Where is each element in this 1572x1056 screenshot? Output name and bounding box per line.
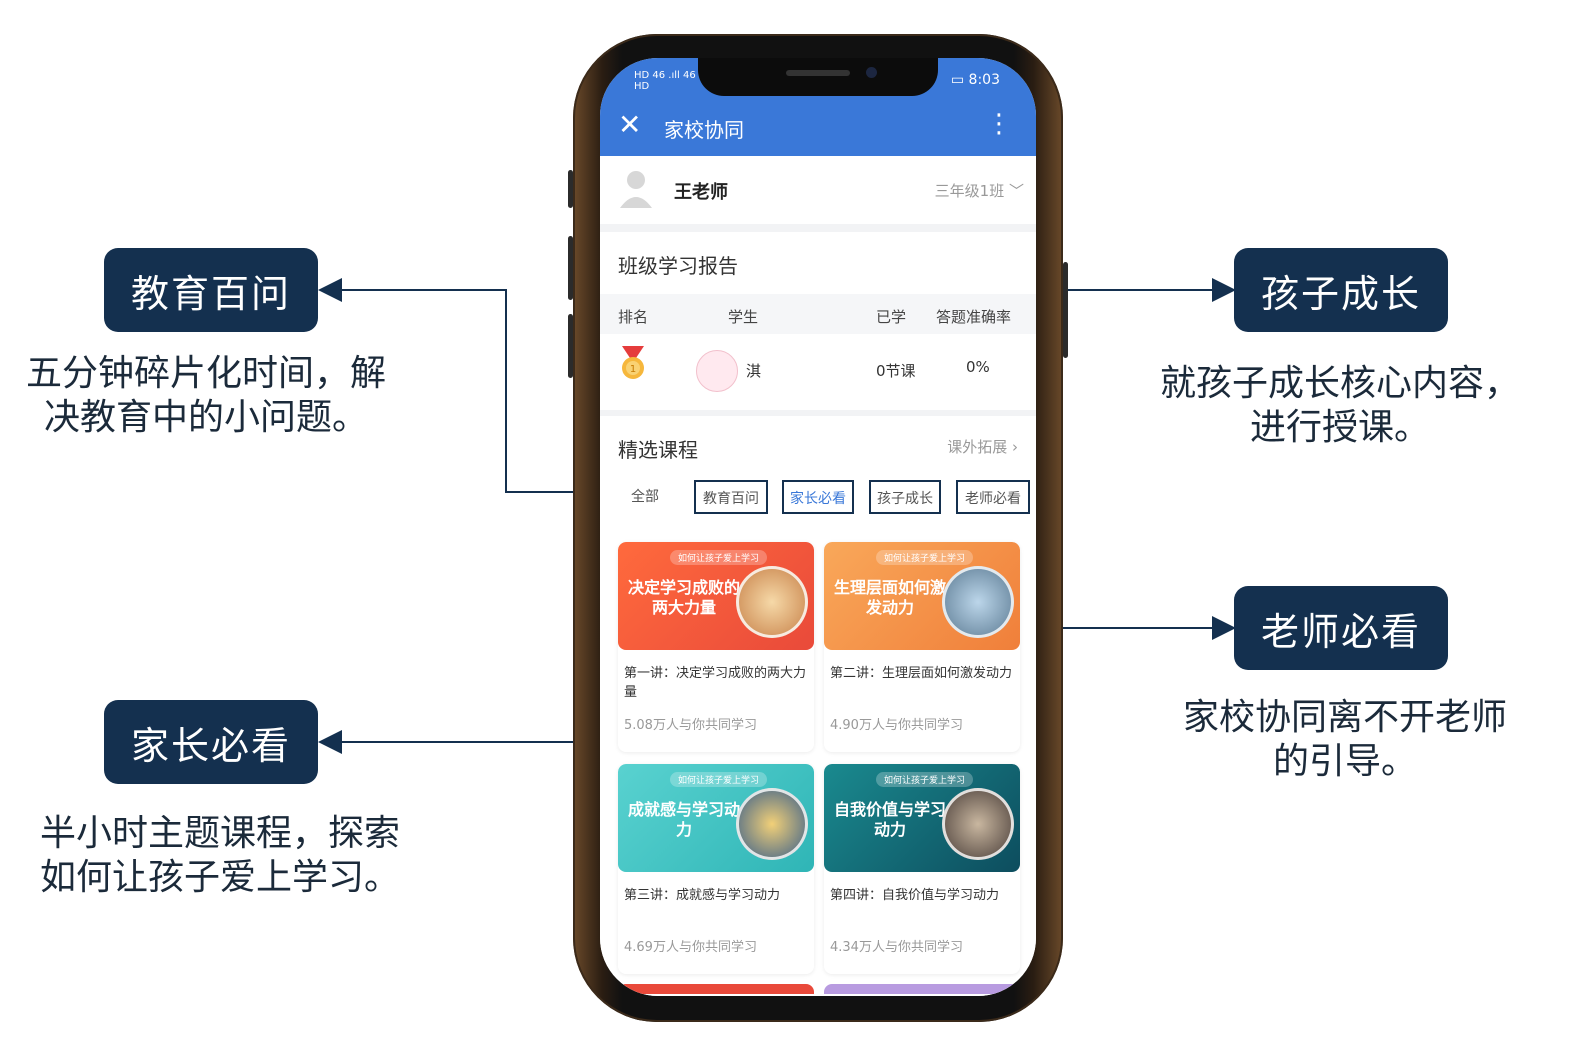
power-button	[1063, 262, 1068, 358]
course-thumbnail: 如何让孩子爱上学习 成就感与学习动力	[618, 764, 814, 872]
callout-edu-desc: 五分钟碎片化时间，解 决教育中的小问题。	[25, 353, 386, 438]
course-card-2[interactable]: 如何让孩子爱上学习 生理层面如何激发动力 第二讲：生理层面如何激发动力 4.90…	[824, 542, 1020, 752]
class-selector[interactable]: 三年级1班 ﹀	[934, 182, 1024, 200]
app-title: 家校协同	[664, 118, 744, 142]
course-learners: 5.08万人与你共同学习	[624, 718, 757, 733]
report-title: 班级学习报告	[618, 254, 738, 278]
learned-count: 0节课	[876, 362, 916, 380]
course-learners: 4.34万人与你共同学习	[830, 940, 963, 955]
status-time: ▭ 8:03	[950, 72, 1000, 88]
callout-teacher-desc: 家校协同离不开老师 的引导。	[1182, 697, 1507, 782]
callout-teacher-label: 老师必看	[1234, 586, 1448, 670]
course-name: 第四讲：自我价值与学习动力	[830, 888, 1000, 903]
tab-all[interactable]: 全部	[631, 489, 659, 505]
col-rank: 排名	[618, 308, 649, 326]
battery-icon: ▭	[950, 72, 965, 88]
phone-notch	[698, 58, 938, 96]
next-card-peek-right	[824, 984, 1020, 994]
courses-title: 精选课程	[618, 438, 698, 462]
table-row[interactable]: 1 淇 0节课 0%	[600, 336, 1036, 406]
course-thumbnail: 如何让孩子爱上学习 生理层面如何激发动力	[824, 542, 1020, 650]
course-card-4[interactable]: 如何让孩子爱上学习 自我价值与学习动力 第四讲：自我价值与学习动力 4.34万人…	[824, 764, 1020, 974]
app-bar: HD 46 .ıll 46 HD ▭ 8:03 ✕ 家校协同 ⋮	[600, 58, 1036, 156]
course-image	[736, 788, 808, 860]
extra-courses-link[interactable]: 课外拓展 ›	[947, 438, 1018, 456]
course-learners: 4.90万人与你共同学习	[830, 718, 963, 733]
volume-up-button	[568, 236, 573, 300]
volume-down-button	[568, 314, 573, 378]
callout-edu-label: 教育百问	[104, 248, 318, 332]
course-name: 第三讲：成就感与学习动力	[624, 888, 781, 903]
course-thumbnail: 如何让孩子爱上学习 自我价值与学习动力	[824, 764, 1020, 872]
gold-medal-icon: 1	[622, 346, 644, 379]
accuracy-value: 0%	[966, 358, 990, 376]
teacher-name: 王老师	[674, 182, 728, 203]
course-card-1[interactable]: 如何让孩子爱上学习 决定学习成败的两大力量 第一讲：决定学习成败的两大力量 5.…	[618, 542, 814, 752]
callout-growth-label: 孩子成长	[1234, 248, 1448, 332]
close-icon[interactable]: ✕	[618, 108, 642, 141]
user-avatar-icon	[620, 171, 652, 208]
report-table-header: 排名 学生 已学 答题准确率	[600, 294, 1036, 334]
callout-parent-label: 家长必看	[104, 700, 318, 784]
col-accuracy: 答题准确率	[936, 308, 1012, 326]
course-thumbnail: 如何让孩子爱上学习 决定学习成败的两大力量	[618, 542, 814, 650]
tab-parents-must-see[interactable]: 家长必看	[782, 480, 854, 514]
callout-parent-desc: 半小时主题课程，探索 如何让孩子爱上学习。	[39, 813, 400, 898]
callout-growth-desc: 就孩子成长核心内容， 进行授课。	[1159, 363, 1520, 448]
phone-screen: HD 46 .ıll 46 HD ▭ 8:03 ✕ 家校协同 ⋮ 王老师 三年级…	[600, 58, 1036, 996]
tab-teachers-must-see[interactable]: 老师必看	[956, 480, 1030, 514]
status-network: HD 46 .ıll 46 HD	[634, 70, 696, 92]
tab-child-growth[interactable]: 孩子成长	[869, 480, 941, 514]
svg-text:1: 1	[630, 364, 636, 375]
course-learners: 4.69万人与你共同学习	[624, 940, 757, 955]
course-image	[942, 788, 1014, 860]
course-name: 第二讲：生理层面如何激发动力	[830, 666, 1013, 681]
more-vertical-icon[interactable]: ⋮	[986, 109, 1012, 139]
next-card-peek-left	[618, 984, 814, 994]
course-name: 第一讲：决定学习成败的两大力量	[624, 666, 807, 700]
course-image	[736, 566, 808, 638]
speaker-grille	[786, 70, 850, 76]
col-learned: 已学	[876, 308, 907, 326]
student-name: 淇	[746, 362, 762, 380]
front-camera	[866, 67, 877, 78]
course-card-3[interactable]: 如何让孩子爱上学习 成就感与学习动力 第三讲：成就感与学习动力 4.69万人与你…	[618, 764, 814, 974]
student-avatar-icon	[696, 350, 738, 392]
tab-edu-qa[interactable]: 教育百问	[694, 480, 768, 514]
col-student: 学生	[728, 308, 759, 326]
course-image	[942, 566, 1014, 638]
class-report-card: 班级学习报告 排名 学生 已学 答题准确率 1 淇 0节课 0%	[600, 232, 1036, 410]
chevron-right-icon: ›	[1012, 438, 1018, 456]
featured-courses: 精选课程 课外拓展 › 全部 教育百问 家长必看 孩子成长 老师必看 如何让孩子…	[600, 416, 1036, 996]
chevron-down-icon: ﹀	[1008, 182, 1024, 200]
teacher-header: 王老师 三年级1班 ﹀	[600, 156, 1036, 224]
side-button	[568, 170, 573, 208]
